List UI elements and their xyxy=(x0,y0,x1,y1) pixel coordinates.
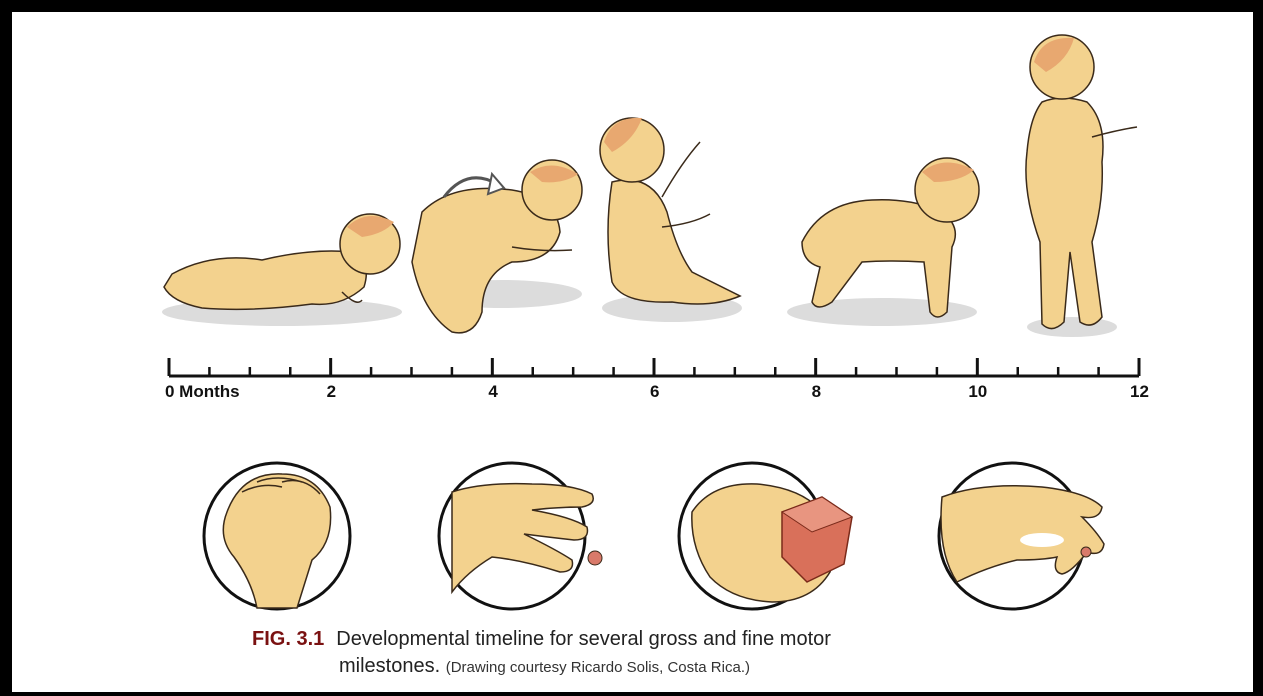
infant-standing-icon xyxy=(1026,35,1137,337)
fisted-hand-icon xyxy=(204,463,350,609)
timeline-tick-label: 2 xyxy=(327,382,336,402)
timeline-tick-label: 10 xyxy=(968,382,987,402)
infant-rolling-over-icon xyxy=(412,160,582,333)
timeline-axis xyxy=(169,358,1139,376)
infant-sitting-icon xyxy=(600,118,742,322)
figure-label: FIG. 3.1 xyxy=(252,628,324,650)
caption-text-line2: milestones. xyxy=(339,655,440,677)
infant-crawling-icon xyxy=(787,158,979,326)
palmar-cube-grasp-icon xyxy=(679,463,852,609)
caption-credit: (Drawing courtesy Ricardo Solis, Costa R… xyxy=(446,659,750,676)
figure-caption: FIG. 3.1 Developmental timeline for sever… xyxy=(252,626,1072,681)
pincer-grasp-icon xyxy=(939,463,1104,609)
timeline-tick-label: 4 xyxy=(488,382,497,402)
timeline-tick-label: 12 xyxy=(1130,382,1149,402)
figure-illustration xyxy=(12,12,1253,692)
raking-grasp-icon xyxy=(439,463,602,609)
figure-panel: 0 Months 2 4 6 8 10 12 FIG. 3.1 Developmental t… xyxy=(12,12,1253,692)
caption-text-line1: Developmental timeline for several gross… xyxy=(336,628,831,650)
timeline-tick-label: 8 xyxy=(812,382,821,402)
timeline-tick-label: 0 Months xyxy=(165,382,240,402)
infant-lying-prone-icon xyxy=(162,214,402,326)
caption-line2: milestones. (Drawing courtesy Ricardo So… xyxy=(252,653,1072,681)
timeline-tick-label: 6 xyxy=(650,382,659,402)
